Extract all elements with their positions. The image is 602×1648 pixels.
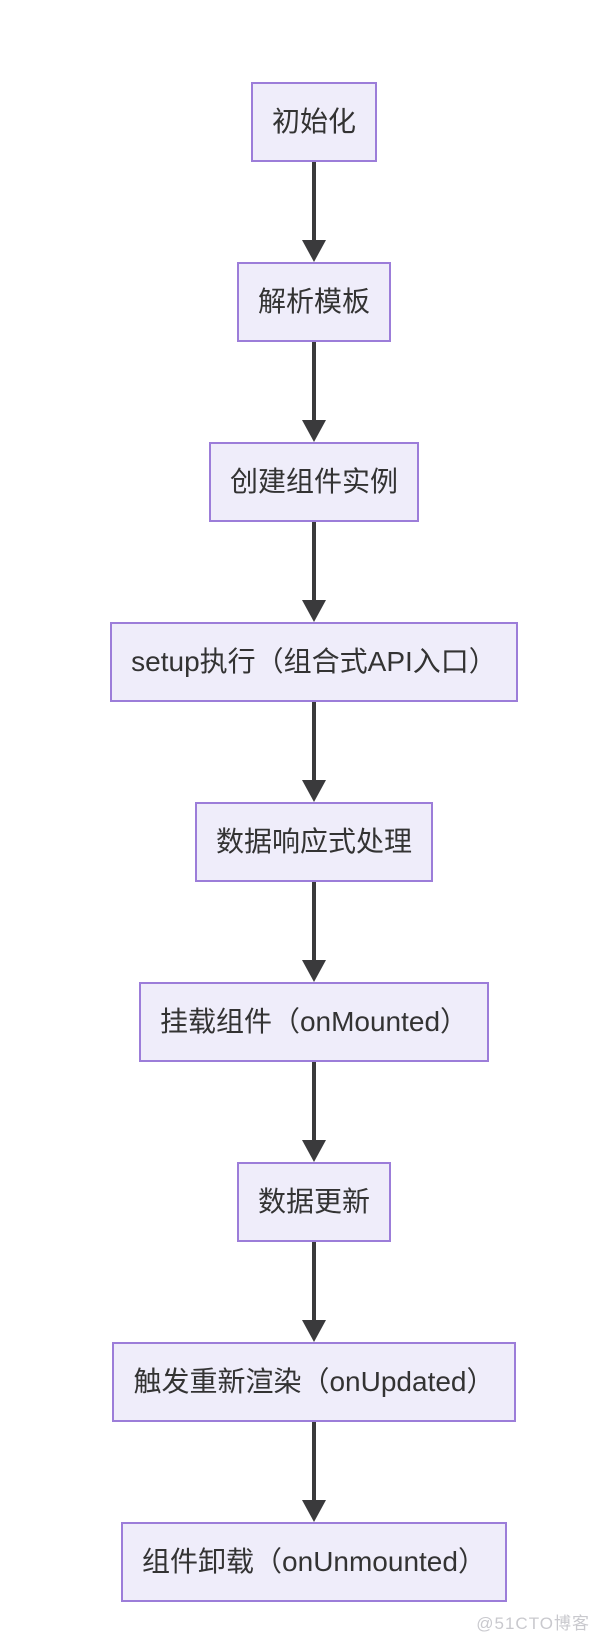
arrow-line [312,522,316,600]
flow-node: 创建组件实例 [208,442,419,522]
arrow-down-icon [302,1140,326,1162]
flow-node-label: 数据响应式处理 [215,826,412,857]
flow-connector [302,1062,326,1162]
flow-node-label: 解析模板 [257,286,370,317]
flow-node-label: 组件卸载（onUnmounted） [142,1546,486,1577]
arrow-down-icon [302,780,326,802]
flow-node-label: 数据更新 [257,1186,370,1217]
arrow-down-icon [302,600,326,622]
arrow-line [312,342,316,420]
arrow-line [312,882,316,960]
arrow-line [312,1062,316,1140]
flow-node: 数据更新 [236,1162,391,1242]
flow-node: 初始化 [250,82,377,162]
flow-connector [302,1242,326,1342]
flow-connector [302,522,326,622]
flow-connector [302,882,326,982]
arrow-down-icon [302,420,326,442]
flow-node-label: 触发重新渲染（onUpdated） [133,1366,495,1397]
arrow-line [312,702,316,780]
flow-node-label: setup执行（组合式API入口） [131,646,497,677]
arrow-down-icon [302,1320,326,1342]
arrow-down-icon [302,240,326,262]
arrow-line [312,1422,316,1500]
flow-node: 数据响应式处理 [194,802,433,882]
flow-connector [302,702,326,802]
flow-node-label: 初始化 [271,106,356,137]
flow-connector [302,342,326,442]
flow-connector [302,1422,326,1522]
flow-node: 挂载组件（onMounted） [138,982,490,1062]
flow-connector [302,162,326,262]
flow-node: 组件卸载（onUnmounted） [121,1522,507,1602]
flow-node: 解析模板 [236,262,391,342]
flow-node-label: 挂载组件（onMounted） [159,1006,469,1037]
flowchart-column: 初始化 解析模板 创建组件实例 setup执行（组合式API入口） 数据响应式处… [0,82,602,1602]
arrow-line [312,162,316,240]
arrow-down-icon [302,960,326,982]
flow-node: setup执行（组合式API入口） [110,622,518,702]
arrow-down-icon [302,1500,326,1522]
arrow-line [312,1242,316,1320]
flow-node: 触发重新渲染（onUpdated） [112,1342,516,1422]
flow-node-label: 创建组件实例 [229,466,398,497]
watermark: @51CTO博客 [476,1614,590,1633]
